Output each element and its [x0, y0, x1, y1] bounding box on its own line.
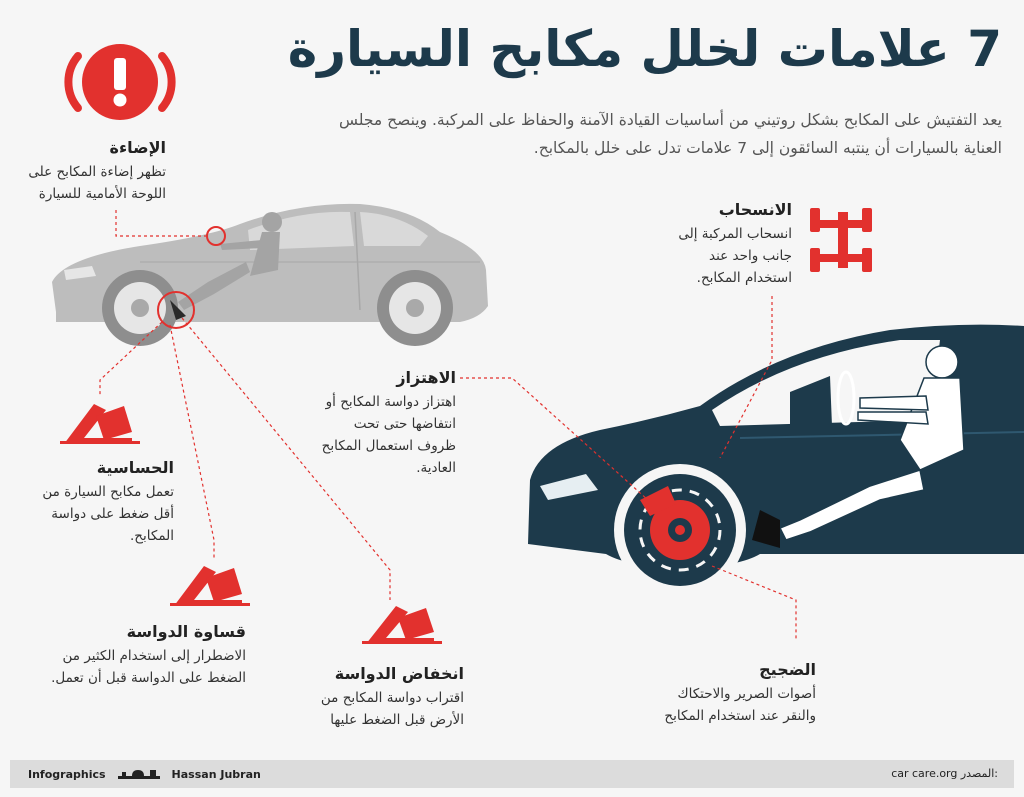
source-label: المصدر:: [960, 767, 998, 780]
sign-pulling-text: انسحاب المركبة إلى جانب واحد عند استخدام…: [678, 226, 792, 286]
source-value: car care.org: [891, 767, 958, 780]
brake-warning-icon: [64, 44, 176, 120]
brake-pedal-icon: [170, 566, 250, 606]
sign-lighting: الإضاءة تظهر إضاءة المكابح على اللوحة ال…: [0, 138, 166, 205]
sign-lowering-title: انخفاض الدواسة: [334, 664, 464, 683]
page-title: 7 علامات لخلل مكابح السيارة: [287, 20, 1003, 78]
sign-pulling-title: الانسحاب: [718, 200, 792, 219]
brake-pedal-icon: [60, 404, 140, 444]
sign-lighting-text: تظهر إضاءة المكابح على اللوحة الأمامية ل…: [28, 164, 166, 202]
sign-lowering-text: اقتراب دواسة المكابح من الأرض قبل الضغط …: [320, 690, 464, 728]
sign-noise-text: أصوات الصرير والاحتكاك والنقر عند استخدا…: [664, 686, 816, 724]
infographics-label: Infographics: [28, 767, 106, 781]
sign-noise: الضجيج أصوات الصرير والاحتكاك والنقر عند…: [646, 660, 816, 727]
sign-hardness-text: الاضطرار إلى استخدام الكثير من الضغط على…: [51, 648, 246, 686]
sign-lighting-title: الإضاءة: [109, 138, 167, 157]
footer-bar: Infographics Hassan Jubran car care.org …: [10, 760, 1014, 788]
newspaper-logo-icon: [117, 770, 160, 779]
sign-sensitivity: الحساسية تعمل مكابح السيارة من أقل ضغط ع…: [34, 458, 174, 547]
sign-pulling: الانسحاب انسحاب المركبة إلى جانب واحد عن…: [662, 200, 792, 289]
credits: Infographics Hassan Jubran: [28, 767, 261, 781]
sign-lowering: انخفاض الدواسة اقتراب دواسة المكابح من ا…: [294, 664, 464, 731]
sign-sensitivity-title: الحساسية: [96, 458, 174, 477]
grey-car: [52, 203, 488, 346]
sign-vibration-title: الاهتزاز: [396, 368, 456, 387]
sign-hardness: قساوة الدواسة الاضطرار إلى استخدام الكثي…: [26, 622, 246, 689]
brake-pedal-icon: [362, 606, 442, 644]
author-name: Hassan Jubran: [171, 767, 261, 781]
brake-disc-icon: [640, 486, 710, 560]
sign-vibration-text: اهتزاز دواسة المكابح أو انتفاضها حتى تحت…: [321, 394, 456, 476]
sign-vibration: الاهتزاز اهتزاز دواسة المكابح أو انتفاضه…: [316, 368, 456, 479]
intro-text: يعد التفتيش على المكابح بشكل روتيني من أ…: [339, 111, 1002, 157]
axle-icon: [810, 208, 872, 272]
sign-sensitivity-text: تعمل مكابح السيارة من أقل ضغط على دواسة …: [42, 484, 174, 544]
leader-lines: [99, 210, 797, 640]
sign-noise-title: الضجيج: [759, 660, 816, 679]
navy-car: [528, 324, 1024, 596]
source: car care.org المصدر:: [891, 767, 998, 780]
sign-hardness-title: قساوة الدواسة: [126, 622, 246, 641]
